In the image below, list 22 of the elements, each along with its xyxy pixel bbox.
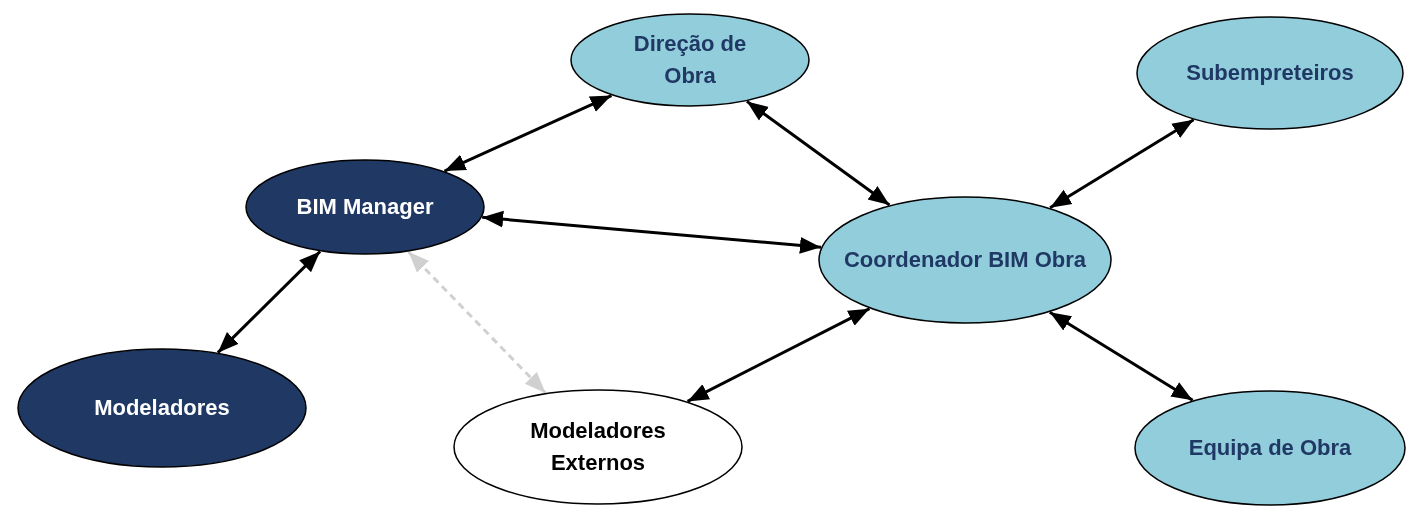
double-arrow — [443, 94, 613, 173]
double-arrow — [216, 250, 322, 354]
double-arrow — [686, 307, 871, 403]
node-label: Modeladores Externos — [529, 417, 667, 477]
double-arrow — [1049, 311, 1194, 402]
node-label: Modeladores — [94, 394, 230, 423]
ellipse-node — [1134, 390, 1406, 506]
double-arrow — [746, 100, 891, 207]
node-label: BIM Manager — [296, 193, 434, 222]
node-label: Coordenador BIM Obra — [844, 246, 1086, 275]
ellipse-node — [17, 348, 307, 468]
ellipse-node — [245, 159, 485, 255]
double-arrow — [407, 250, 547, 394]
node-label: Equipa de Obra — [1188, 434, 1352, 463]
ellipse-node — [818, 196, 1112, 324]
node-label: Direção de Obra — [632, 30, 748, 90]
double-arrow — [1049, 118, 1195, 210]
ellipse-node — [453, 389, 743, 505]
ellipse-node — [570, 13, 810, 107]
ellipse-node — [1136, 16, 1404, 130]
double-arrow — [482, 210, 822, 254]
node-label: Subempreteiros — [1186, 59, 1354, 88]
